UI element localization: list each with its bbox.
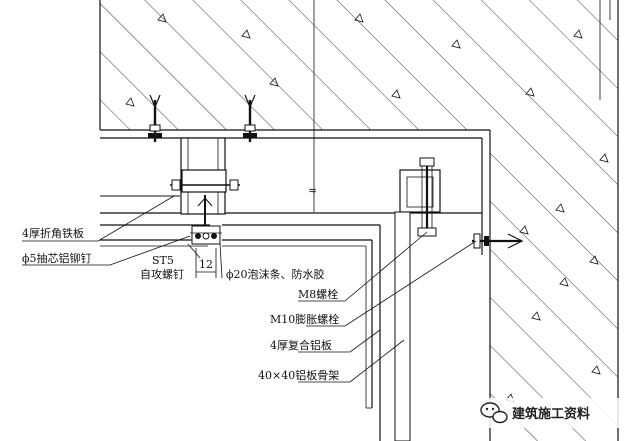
watermark-text: 建筑施工资料: [512, 406, 590, 422]
break-line: ≈: [308, 0, 317, 212]
self-tapping-screw: [190, 195, 222, 245]
label-panel: 4厚复合铝板: [270, 338, 332, 352]
watermark: 建筑施工资料: [470, 398, 640, 428]
break-mark: ≈: [308, 184, 317, 197]
expansion-bolt-m10: [472, 228, 524, 255]
label-bolt-m8: M8螺栓: [298, 287, 338, 301]
label-angle-plate: 4厚折角铁板: [22, 226, 84, 240]
dimension-12: 12: [195, 248, 217, 278]
label-rivet: ϕ5抽芯铝铆钉: [22, 251, 92, 265]
aluminum-frame-40x40: [170, 137, 441, 441]
label-bolt-m10: M10膨胀螺栓: [270, 312, 339, 326]
concrete-wall: [99, 0, 619, 441]
expansion-bolt-left: [148, 94, 162, 142]
angle-plate: [100, 137, 483, 228]
label-foam-strip: ϕ20泡沫条、防水胶: [226, 267, 325, 281]
composite-aluminum-panel: [100, 224, 381, 441]
label-screw-line2: 自攻螺钉: [140, 267, 184, 281]
wechat-icon: [480, 402, 508, 424]
dimension-label: 12: [199, 258, 213, 271]
label-frame: 40×40铝板骨架: [258, 368, 339, 382]
leader-lines: [22, 195, 477, 383]
label-screw-line1: ST5: [152, 254, 174, 267]
expansion-bolt-right: [243, 94, 257, 142]
